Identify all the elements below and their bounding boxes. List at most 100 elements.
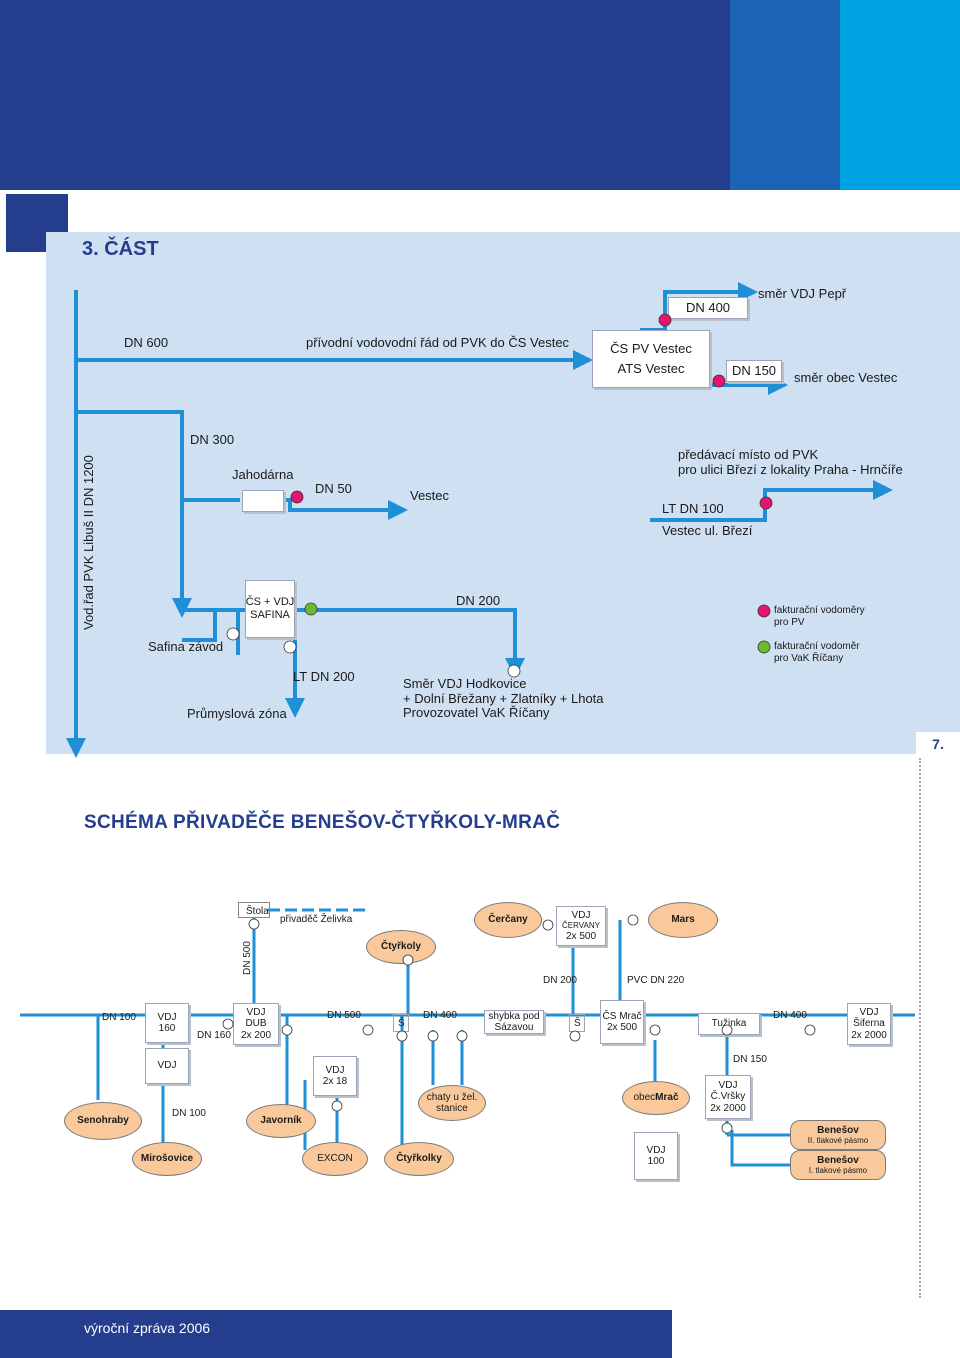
dn400-a: DN 400 <box>423 1010 457 1021</box>
obec-mrac-1: obec <box>633 1092 656 1104</box>
shybka-1: shybka pod <box>488 1010 540 1022</box>
oval-ctyrkoly: Čtyřkoly <box>366 930 436 964</box>
meter-icon <box>248 918 260 930</box>
vdj-vrsky-2: Č.Vršky <box>710 1091 746 1103</box>
vdj-dub-3: 2x 200 <box>240 1029 272 1041</box>
header-block-mid <box>730 0 840 190</box>
meter-icon <box>649 1024 661 1036</box>
vestec-label: Vestec <box>410 488 450 503</box>
vdj-cervany-1: VDJ <box>571 909 591 921</box>
oval-excon: EXCON <box>302 1142 368 1176</box>
chaty-1: chaty u žel. <box>426 1091 478 1103</box>
oval-ctyrkolky: Čtyřkolky <box>384 1142 454 1176</box>
vdj-vrsky-1: VDJ <box>718 1079 738 1091</box>
header-block-dark <box>0 0 730 190</box>
meter-icon <box>402 954 414 966</box>
dn150-label: DN 150 <box>731 362 777 378</box>
meter-vak-icon <box>304 602 318 616</box>
smer-pepr-label: směr VDJ Pepř <box>758 286 847 301</box>
dn200-label: DN 200 <box>456 593 501 608</box>
vdj-siferna: VDJ Šiferna 2x 2000 <box>847 1003 891 1045</box>
dn160-label: DN 160 <box>197 1030 231 1041</box>
s2-label: Š <box>574 1018 581 1029</box>
vdj-label: VDJ <box>157 1060 177 1072</box>
dn50-label: DN 50 <box>315 481 352 496</box>
benesov1-1: Benešov <box>817 1154 859 1166</box>
vdj-dub-2: DUB <box>245 1018 267 1030</box>
meter-icon <box>222 1018 234 1030</box>
pipe-dn300 <box>76 410 192 618</box>
meter-pvk-icon <box>290 490 304 504</box>
smer-hodkovice-3: Provozovatel VaK Říčany <box>403 705 550 720</box>
legend-pvk-1: fakturační vodoměry <box>774 605 865 616</box>
benesov1-2: I. tlakové pásmo <box>808 1166 868 1176</box>
dn200-bottom: DN 200 <box>543 975 577 986</box>
vdj-cervany-3: 2x 500 <box>565 930 597 942</box>
meter-icon <box>721 1024 733 1036</box>
vdj-dub: VDJ DUB 2x 200 <box>233 1003 279 1045</box>
vdj-18: VDJ 2x 18 <box>313 1056 357 1096</box>
legend-pvk-icon <box>757 604 771 618</box>
meter-icon <box>331 1100 343 1112</box>
dn600-label: DN 600 <box>124 335 169 350</box>
meter-pvk-icon <box>658 313 672 327</box>
cs-mrac-2: 2x 500 <box>606 1022 638 1033</box>
meter-icon <box>569 1030 581 1042</box>
meter-pvk-icon <box>759 496 773 510</box>
smer-hodkovice-1: Směr VDJ Hodkovice <box>403 676 527 691</box>
section-title: 3. ČÁST <box>82 238 159 260</box>
oval-benesov2: Benešov II. tlakové pásmo <box>790 1120 886 1150</box>
s1-label: Š <box>398 1018 405 1029</box>
vdj-100: VDJ 100 <box>634 1132 678 1180</box>
meter-icon <box>362 1024 374 1036</box>
oval-javornik: Javorník <box>246 1104 316 1138</box>
pipe-dn200 <box>295 608 525 678</box>
oval-benesov1: Benešov I. tlakové pásmo <box>790 1150 886 1180</box>
jahodarna-label: Jahodárna <box>232 467 294 482</box>
footer-bar <box>0 1310 672 1358</box>
oval-cercany: Čerčany <box>474 902 542 938</box>
page-number: 7. <box>916 732 960 756</box>
stola-label: Štola <box>246 906 269 917</box>
legend-vak-1: fakturační vodoměr <box>774 641 860 652</box>
meter-icon <box>427 1030 439 1042</box>
pvc-label: PVC DN 220 <box>627 975 685 986</box>
smer-vestec-label: směr obec Vestec <box>794 370 898 385</box>
jahodarna-box <box>242 490 284 512</box>
meter-icon <box>456 1030 468 1042</box>
cs-mrac: ČS Mrač 2x 500 <box>600 1000 644 1044</box>
cs-pv-line1: ČS PV Vestec <box>610 340 692 356</box>
shybka-2: Sázavou <box>494 1022 534 1033</box>
dn400-b: DN 400 <box>773 1010 807 1021</box>
vdj-box: VDJ <box>145 1048 189 1084</box>
vdj-siferna-3: 2x 2000 <box>851 1029 887 1041</box>
privadec-label: přivaděč Želivka <box>280 914 353 925</box>
legend-vak-2: pro VaK Říčany <box>774 653 844 664</box>
vdj-dub-1: VDJ <box>246 1006 266 1018</box>
cs-pv-vestec: ČS PV Vestec ATS Vestec <box>592 330 710 388</box>
benesov2-1: Benešov <box>817 1124 859 1136</box>
vdj-vrsky: VDJ Č.Vršky 2x 2000 <box>705 1075 751 1119</box>
benesov2-2: II. tlakové pásmo <box>807 1136 869 1146</box>
oval-mars: Mars <box>648 902 718 938</box>
meter-icon <box>281 1024 293 1036</box>
dn100-b: DN 100 <box>172 1108 206 1119</box>
dn300-label: DN 300 <box>190 432 235 447</box>
shybka-box: shybka pod Sázavou <box>484 1010 544 1034</box>
meter-vak-icon <box>226 627 240 641</box>
dotted-rule <box>919 758 921 1298</box>
predavaci-line1: předávací místo od PVK <box>678 447 819 462</box>
cs-vdj-line1: ČS + VDJ <box>245 596 295 609</box>
meter-vak-icon <box>283 640 297 654</box>
meter-icon <box>542 919 554 931</box>
cs-vdj-safina: ČS + VDJ SAFINA <box>245 580 295 638</box>
oval-obec-mrac: obec Mrač <box>622 1081 690 1115</box>
cs-vdj-line2: SAFINA <box>250 609 290 621</box>
vdj-160: VDJ 160 <box>145 1003 189 1043</box>
oval-mirosovice: Mirošovice <box>132 1142 202 1176</box>
meter-vak-icon <box>507 664 521 678</box>
predavaci-line2: pro ulici Březí z lokality Praha - Hrnčí… <box>678 462 903 477</box>
obec-mrac-2: Mrač <box>655 1092 679 1104</box>
